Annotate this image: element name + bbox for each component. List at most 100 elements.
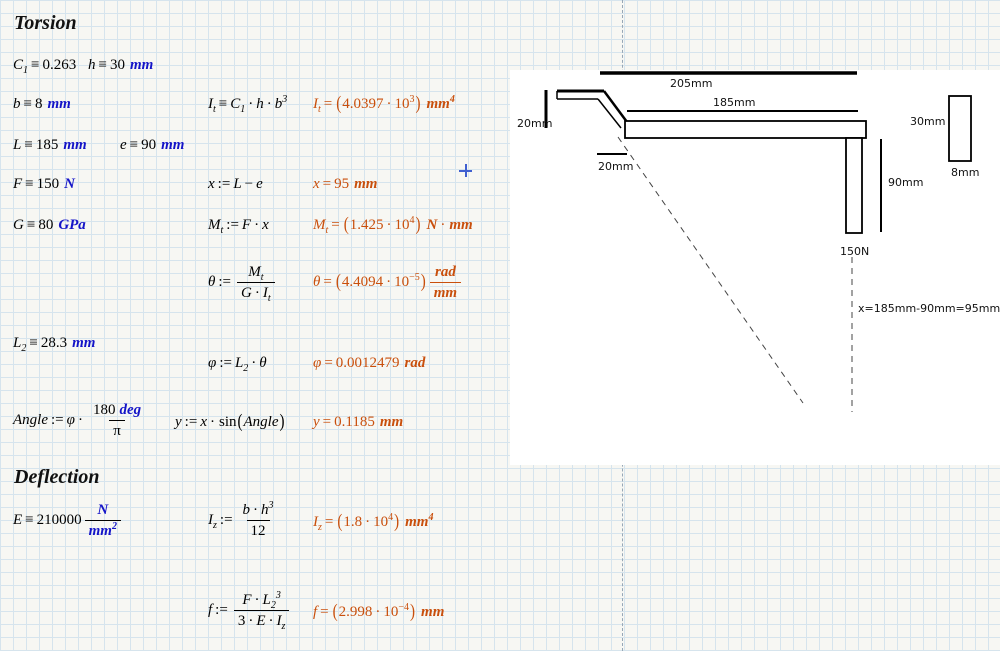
math-token: 103 xyxy=(394,94,415,113)
math-token: ≡ xyxy=(24,137,33,153)
math-token: Angle xyxy=(243,414,279,430)
dim-label-205: 205mm xyxy=(670,77,712,90)
flange-diagonal-bottom xyxy=(597,98,622,129)
math-region-res-Mt[interactable]: Mt=(1.425·104)N·mm xyxy=(313,215,473,236)
math-region-def-y[interactable]: y:=x·sin(Angle) xyxy=(175,411,286,432)
math-token: · xyxy=(386,273,392,290)
math-token: 210000 xyxy=(36,511,82,528)
math-region-def-Mt[interactable]: Mt:=F·x xyxy=(208,216,269,236)
math-token: Iz xyxy=(208,511,217,531)
math-token: h xyxy=(88,57,96,73)
math-token: ( xyxy=(237,411,243,432)
math-token: θ xyxy=(208,273,216,290)
math-token: Iz xyxy=(276,613,286,632)
math-token: ≡ xyxy=(218,96,228,112)
math-token: 8 xyxy=(34,96,43,112)
embedded-drawing-panel[interactable]: 205mm 185mm 20mm 20mm 90mm 150N xyxy=(510,70,1000,465)
math-token: θ xyxy=(313,273,321,290)
math-token: rad xyxy=(404,355,426,371)
math-token: ) xyxy=(420,271,426,292)
flange-diagonal-top xyxy=(602,90,629,123)
math-token: θ xyxy=(259,355,267,371)
math-token: h xyxy=(256,96,264,112)
math-token: 10−5 xyxy=(394,271,420,290)
math-token: F xyxy=(241,217,252,233)
math-region-res-Iz[interactable]: Iz=(1.8·104)mm4 xyxy=(313,512,433,533)
math-token: ) xyxy=(410,601,416,622)
math-token: = xyxy=(320,604,329,620)
math-token: ) xyxy=(415,93,421,114)
math-token: 180 xyxy=(92,402,116,418)
math-region-res-It[interactable]: It=(4.0397·103)mm4 xyxy=(313,93,455,115)
math-token: := xyxy=(218,273,232,290)
math-token: N xyxy=(64,176,75,192)
math-token: · xyxy=(253,502,259,518)
math-token: 185 xyxy=(35,137,59,153)
math-token: := xyxy=(219,355,232,371)
math-token: Iz xyxy=(313,514,322,533)
dim-label-8: 8mm xyxy=(951,166,979,179)
math-token: N xyxy=(97,502,109,518)
math-region-res-f[interactable]: f=(2.998·10−4)mm xyxy=(313,601,444,622)
math-token: GPa xyxy=(58,217,86,233)
math-token: ≡ xyxy=(26,217,36,233)
force-label-150N: 150N xyxy=(840,245,869,258)
math-token: = xyxy=(323,273,332,290)
math-token: ( xyxy=(335,271,341,292)
math-token: ≡ xyxy=(23,96,32,112)
math-token: y xyxy=(313,414,320,430)
fraction-denominator: G·It xyxy=(237,282,275,304)
fraction-numerator: b·h3 xyxy=(239,500,278,520)
math-token: e xyxy=(120,137,127,153)
math-token: deg xyxy=(119,402,142,418)
math-token: x xyxy=(208,176,215,192)
math-token: := xyxy=(215,601,228,618)
math-region-def-phi[interactable]: φ:=L2·θ xyxy=(208,354,267,374)
math-token: := xyxy=(219,511,233,528)
math-region-def-x[interactable]: x:=L−e xyxy=(208,175,263,194)
math-token: F xyxy=(242,592,252,608)
fraction-denominator: mm2 xyxy=(84,520,121,541)
math-region-def-c1[interactable]: C1≡0.263 xyxy=(13,56,76,76)
math-token: b xyxy=(242,502,251,518)
math-token: φ xyxy=(208,355,217,371)
math-token: ( xyxy=(336,93,342,114)
math-region-def-It[interactable]: It≡C1·h·b3 xyxy=(208,95,287,115)
fraction-denominator: 3·E·Iz xyxy=(233,610,290,632)
math-token: L2 xyxy=(234,355,249,374)
math-token: ≡ xyxy=(98,57,107,73)
math-token: mm4 xyxy=(426,94,455,113)
math-token: L xyxy=(233,176,242,192)
fraction-numerator: N xyxy=(93,500,112,520)
math-token: φ xyxy=(313,355,322,371)
math-token: π xyxy=(113,423,121,439)
vertical-member-outline xyxy=(845,137,863,234)
math-token: E xyxy=(256,613,266,629)
math-token: mm xyxy=(47,96,71,112)
section-title-torsion[interactable]: Torsion xyxy=(14,12,77,34)
calc-note: x=185mm-90mm=95mm xyxy=(858,302,1000,315)
math-token: Mt xyxy=(208,217,224,236)
dim-label-90: 90mm xyxy=(888,176,923,189)
math-token: 2.998 xyxy=(338,604,373,620)
section-title-deflection[interactable]: Deflection xyxy=(14,466,100,488)
math-token: = xyxy=(331,217,340,233)
